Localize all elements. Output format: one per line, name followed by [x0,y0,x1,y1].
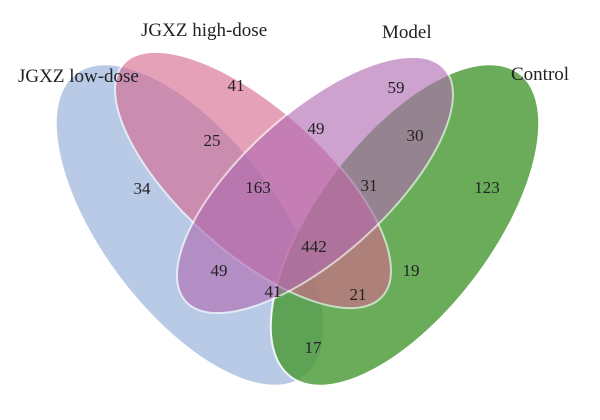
set-label-model: Model [382,22,432,43]
region-counts: 34 41 59 123 25 49 30 163 31 442 49 19 4… [134,76,500,357]
region-count: 31 [361,176,378,195]
set-label-control: Control [511,64,569,85]
region-count: 41 [228,76,245,95]
set-label-high: JGXZ high-dose [141,20,267,41]
region-count: 442 [301,237,327,256]
set-ellipse-model [176,55,454,315]
region-count: 19 [403,261,420,280]
set-label-low: JGXZ low-dose [18,66,139,87]
region-count: 34 [134,179,152,198]
region-count: 25 [204,131,221,150]
region-count: 49 [211,261,228,280]
region-count: 163 [245,178,271,197]
region-count: 123 [474,178,500,197]
region-count: 17 [305,338,323,357]
region-count: 41 [265,282,282,301]
region-count: 21 [350,285,367,304]
region-count: 30 [407,126,424,145]
region-count: 49 [308,119,325,138]
region-count: 59 [388,78,405,97]
